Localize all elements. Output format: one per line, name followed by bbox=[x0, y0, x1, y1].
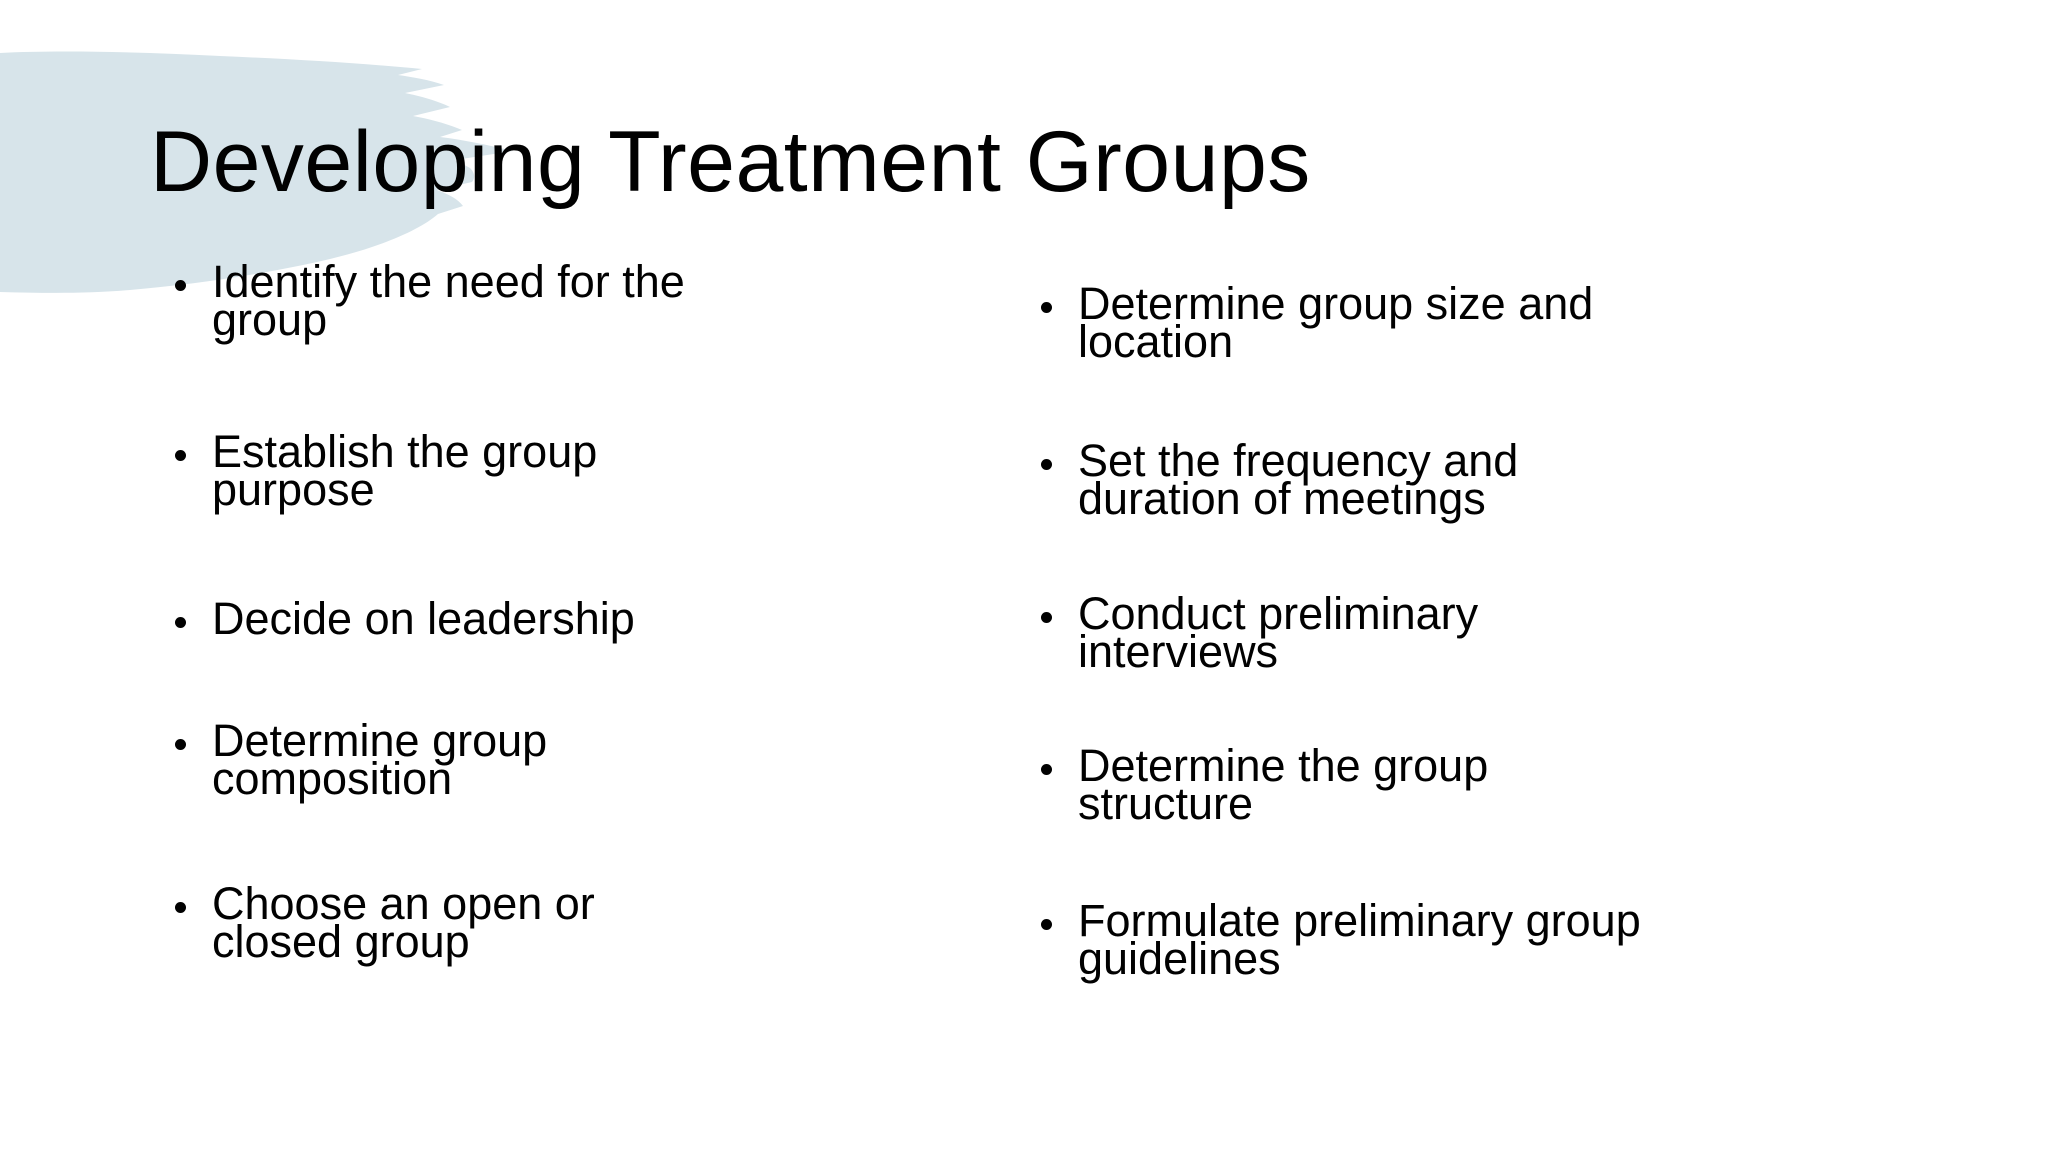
bullet-item: Set the frequency and duration of meetin… bbox=[1041, 435, 1661, 524]
bullet-line: guidelines bbox=[1078, 933, 1281, 984]
bullet-item: Choose an open or closed group bbox=[175, 878, 715, 967]
bullet-dot bbox=[175, 739, 186, 750]
bullet-line: structure bbox=[1078, 778, 1254, 829]
bullet-item: Determine group size and location bbox=[1041, 278, 1661, 367]
bullet-line: Establish the group bbox=[212, 426, 598, 477]
bullet-text: Determine group composition bbox=[212, 715, 548, 804]
bullet-line: Choose an open or bbox=[212, 878, 595, 929]
bullet-line: Determine group bbox=[212, 715, 548, 766]
bullet-dot bbox=[1041, 764, 1052, 775]
bullet-line: Determine the group bbox=[1078, 740, 1489, 791]
bullet-item: Establish the group purpose bbox=[175, 426, 715, 515]
bullet-line: purpose bbox=[212, 464, 375, 515]
bullet-item: Decide on leadership bbox=[175, 593, 715, 644]
bullet-line: Conduct preliminary bbox=[1078, 588, 1479, 639]
bullet-dot bbox=[1041, 612, 1052, 623]
bullet-text: Determine group size and location bbox=[1078, 278, 1594, 367]
bullet-line: Set the frequency and bbox=[1078, 435, 1519, 486]
bullet-item: Determine group composition bbox=[175, 715, 715, 804]
bullet-text: Choose an open or closed group bbox=[212, 878, 595, 967]
bullet-dot bbox=[1041, 459, 1052, 470]
bullet-line: duration of meetings bbox=[1078, 473, 1486, 524]
bullet-item: Formulate preliminary group guidelines bbox=[1041, 895, 1661, 984]
bullet-line: group bbox=[212, 294, 328, 345]
bullet-text: Establish the group purpose bbox=[212, 426, 598, 515]
bullet-dot bbox=[1041, 919, 1052, 930]
bullet-dot bbox=[175, 280, 186, 291]
bullet-dot bbox=[1041, 302, 1052, 313]
bullet-line: interviews bbox=[1078, 626, 1279, 677]
bullet-text: Formulate preliminary group guidelines bbox=[1078, 895, 1641, 984]
bullet-line: Identify the need for the bbox=[212, 256, 685, 307]
bullet-dot bbox=[175, 902, 186, 913]
bullet-text: Identify the need for the group bbox=[212, 256, 685, 345]
bullet-item: Identify the need for the group bbox=[175, 256, 715, 345]
bullet-item: Determine the group structure bbox=[1041, 740, 1661, 829]
bullet-text: Decide on leadership bbox=[212, 593, 635, 644]
bullet-line: location bbox=[1078, 316, 1234, 367]
bullet-line: composition bbox=[212, 753, 453, 804]
bullet-item: Conduct preliminary interviews bbox=[1041, 588, 1661, 677]
bullet-line: Determine group size and bbox=[1078, 278, 1594, 329]
bullet-text: Set the frequency and duration of meetin… bbox=[1078, 435, 1519, 524]
bullet-text: Determine the group structure bbox=[1078, 740, 1489, 829]
bullet-line: Decide on leadership bbox=[212, 593, 635, 644]
bullet-text: Conduct preliminary interviews bbox=[1078, 588, 1479, 677]
bullet-dot bbox=[175, 617, 186, 628]
bullet-line: Formulate preliminary group bbox=[1078, 895, 1641, 946]
slide-title: Developing Treatment Groups bbox=[150, 114, 1311, 210]
bullet-line: closed group bbox=[212, 916, 470, 967]
bullet-dot bbox=[175, 450, 186, 461]
